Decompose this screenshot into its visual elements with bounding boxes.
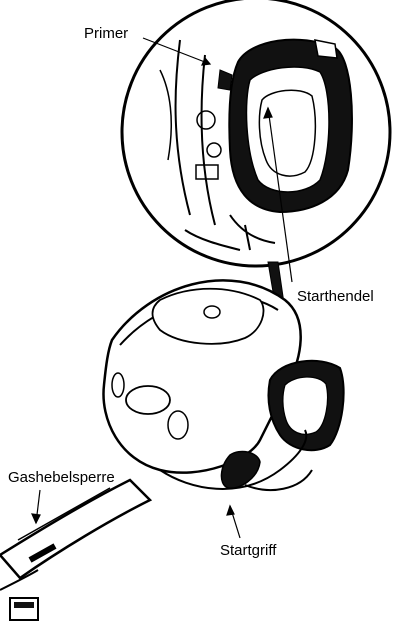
primer-label: Primer bbox=[84, 26, 128, 41]
gashebelsperre-label: Gashebelsperre bbox=[8, 470, 115, 485]
detail-magnifier bbox=[122, 0, 390, 266]
engine-body bbox=[103, 280, 343, 490]
starthendel-label: Starthendel bbox=[297, 289, 374, 304]
shaft bbox=[0, 480, 150, 620]
startgriff-label: Startgriff bbox=[220, 543, 276, 558]
